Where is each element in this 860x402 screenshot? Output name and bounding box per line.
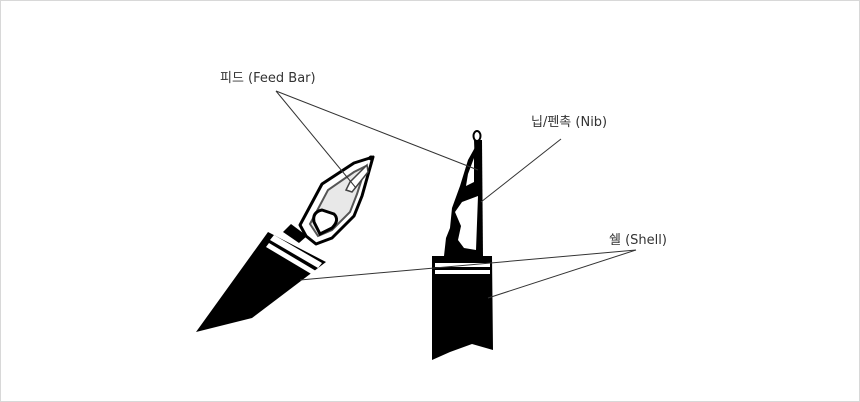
leader-shell-left [299,249,637,281]
left-pen-shell [196,232,326,332]
left-pen [196,155,375,332]
right-pen-shell [432,256,493,360]
left-pen-shell-ring-upper [270,235,322,268]
leader-shell-right [487,249,637,299]
left-pen-collar [283,224,307,243]
leader-nib [480,138,562,203]
left-pen-breather-hole [312,208,339,237]
shell-label: 쉘 (Shell) [609,233,667,248]
right-pen-tip-hole [472,130,482,142]
right-pen-feed-highlight [455,196,478,250]
left-pen-shell-ring-lower [266,243,316,275]
right-pen [432,130,493,360]
left-pen-feed-bar [344,163,369,193]
leader-feed-right [275,90,479,171]
nib-label: 닙/펜촉 (Nib) [531,115,608,130]
right-pen-feed-highlight-upper [466,158,474,186]
leader-lines [275,90,637,299]
right-pen-shell-ring-lower [435,270,490,274]
leader-feed-left [275,90,357,189]
feed-bar-label: 피드 (Feed Bar) [220,71,316,86]
left-pen-tip [368,155,374,161]
